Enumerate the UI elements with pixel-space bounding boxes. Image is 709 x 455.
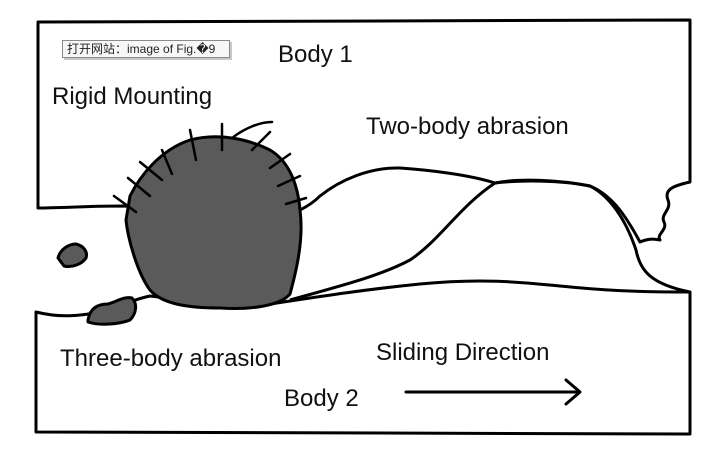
two-body-label: Two-body abrasion [366, 113, 569, 140]
body2-label: Body 2 [284, 385, 359, 412]
loose-particle-1 [56, 242, 88, 268]
sliding-direction-label: Sliding Direction [376, 339, 549, 366]
loose-particle-2 [86, 296, 138, 326]
body1-label: Body 1 [278, 41, 353, 68]
two-body-wave [289, 178, 691, 302]
mounting-spikes [112, 120, 308, 214]
right-arrow-icon [404, 378, 582, 406]
three-body-label: Three-body abrasion [60, 345, 281, 372]
image-tag: 打开网站：image of Fig.�9 [62, 40, 230, 58]
rigid-particle [124, 135, 303, 310]
rigid-mounting-label: Rigid Mounting [52, 83, 212, 110]
